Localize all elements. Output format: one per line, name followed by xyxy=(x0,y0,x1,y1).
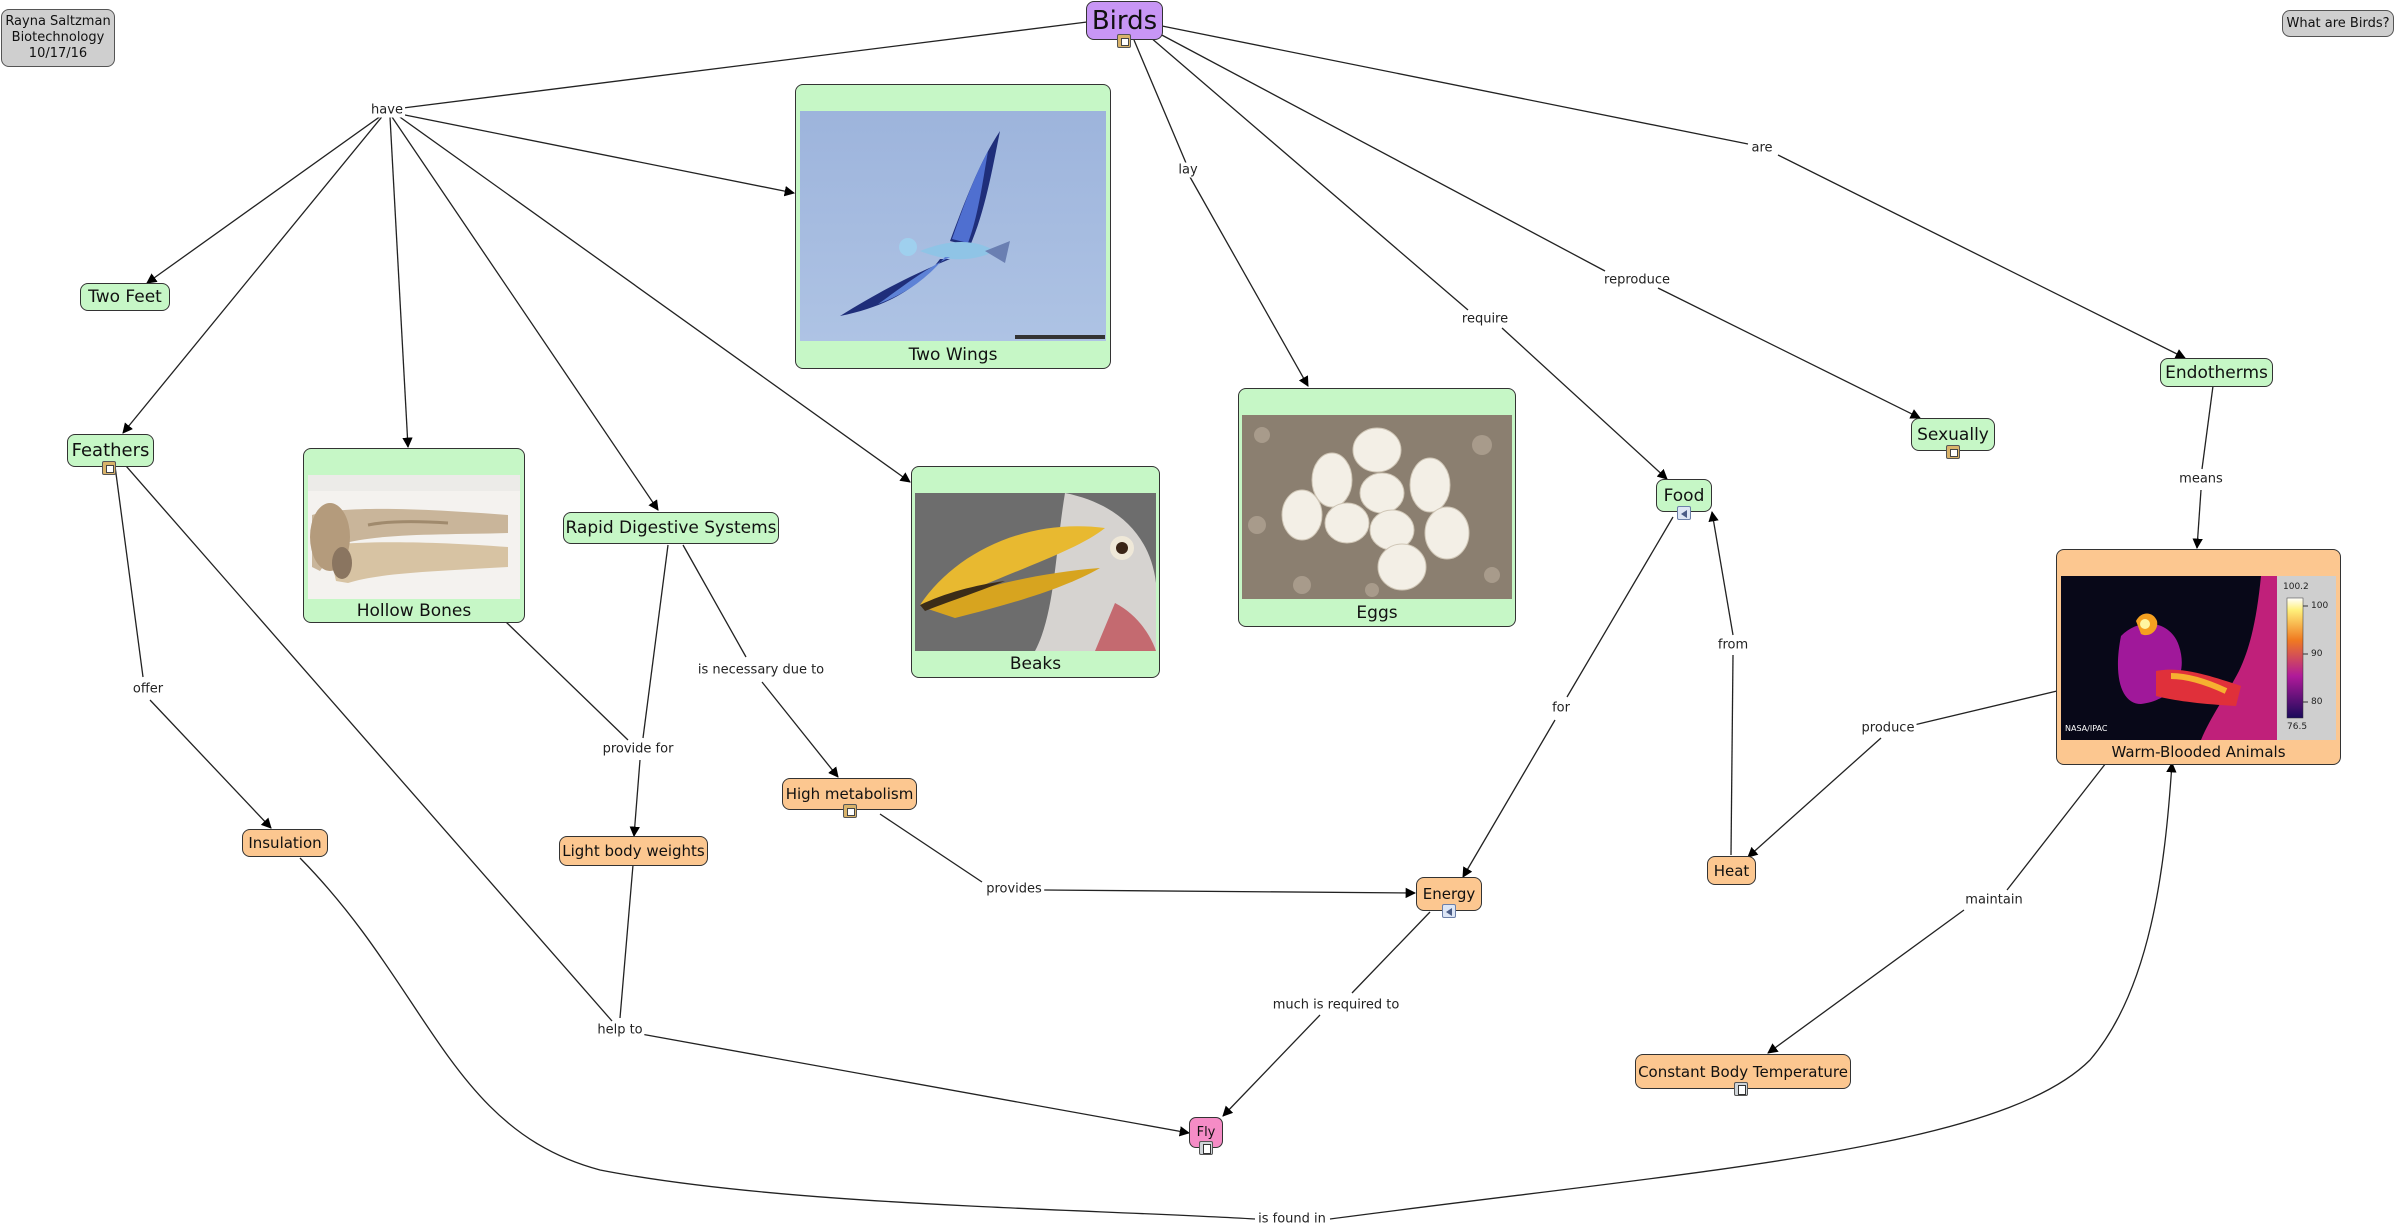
link-reproduce: reproduce xyxy=(1602,272,1672,288)
concept-food[interactable]: Food xyxy=(1656,479,1712,512)
thermal-scale-80: 80 xyxy=(2311,697,2323,707)
link-require: require xyxy=(1459,311,1511,327)
beaks-image xyxy=(915,493,1156,651)
link-offer: offer xyxy=(130,681,166,697)
sound-icon[interactable] xyxy=(1677,506,1691,520)
thermal-scale-100: 100 xyxy=(2311,601,2329,611)
document-icon[interactable] xyxy=(843,804,857,818)
concept-high-metabolism[interactable]: High metabolism xyxy=(782,778,917,810)
link-is-necessary: is necessary due to xyxy=(695,662,827,678)
concept-insulation[interactable]: Insulation xyxy=(242,829,328,857)
thermal-scale-90: 90 xyxy=(2311,649,2323,659)
warm-blooded-label: Warm-Blooded Animals xyxy=(2111,743,2286,761)
concept-light-body-weights[interactable]: Light body weights xyxy=(559,836,708,866)
concept-heat[interactable]: Heat xyxy=(1707,856,1756,885)
link-from: from xyxy=(1715,637,1751,653)
link-means: means xyxy=(2177,471,2225,487)
concept-hollow-bones[interactable]: Hollow Bones xyxy=(303,448,525,623)
beaks-label: Beaks xyxy=(1009,654,1062,674)
video-icon[interactable] xyxy=(1734,1082,1748,1096)
two-wings-image xyxy=(800,111,1106,341)
document-icon[interactable] xyxy=(1946,445,1960,459)
thermal-scale-min: 76.5 xyxy=(2287,722,2308,732)
thermal-image: 100.2 100 90 80 76.5 NASA/IPAC xyxy=(2061,576,2336,740)
link-provide-for: provide for xyxy=(600,741,676,757)
link-lay: lay xyxy=(1176,162,1200,178)
concept-warm-blooded-animals[interactable]: 100.2 100 90 80 76.5 NASA/IPAC Warm-Bloo… xyxy=(2056,549,2341,765)
birds-label: Birds xyxy=(1091,5,1158,36)
thermal-credit: NASA/IPAC xyxy=(2065,724,2108,733)
thermal-scale-max: 100.2 xyxy=(2283,582,2309,592)
link-have: have xyxy=(369,102,405,118)
author-note[interactable]: Rayna Saltzman Biotechnology 10/17/16 xyxy=(1,9,115,67)
document-icon[interactable] xyxy=(102,461,116,475)
link-much-required: much is required to xyxy=(1270,997,1402,1013)
hollow-bones-label: Hollow Bones xyxy=(356,600,472,621)
document-icon[interactable] xyxy=(1117,34,1131,48)
link-help-to: help to xyxy=(595,1022,645,1038)
link-maintain: maintain xyxy=(1963,892,2025,908)
link-for: for xyxy=(1550,700,1572,716)
concept-endotherms[interactable]: Endotherms xyxy=(2160,358,2273,387)
link-are: are xyxy=(1749,140,1775,156)
link-provides: provides xyxy=(984,881,1044,897)
concept-two-wings[interactable]: Two Wings xyxy=(795,84,1111,369)
what-are-birds-note[interactable]: What are Birds? xyxy=(2282,10,2394,37)
video-icon[interactable] xyxy=(1199,1141,1213,1155)
eggs-image xyxy=(1242,415,1512,599)
author-course: Biotechnology xyxy=(11,30,105,45)
author-name: Rayna Saltzman xyxy=(5,14,111,29)
concept-rapid-digestive-systems[interactable]: Rapid Digestive Systems xyxy=(563,512,779,544)
two-wings-label: Two Wings xyxy=(908,344,998,365)
concept-two-feet[interactable]: Two Feet xyxy=(80,283,170,311)
link-is-found-in: is found in xyxy=(1256,1211,1328,1227)
author-date: 10/17/16 xyxy=(28,46,88,61)
sound-icon[interactable] xyxy=(1442,904,1456,918)
hollow-bones-image xyxy=(308,475,520,599)
concept-beaks[interactable]: Beaks xyxy=(911,466,1160,678)
link-produce: produce xyxy=(1859,720,1917,736)
concept-eggs[interactable]: Eggs xyxy=(1238,388,1516,627)
eggs-label: Eggs xyxy=(1356,602,1398,623)
